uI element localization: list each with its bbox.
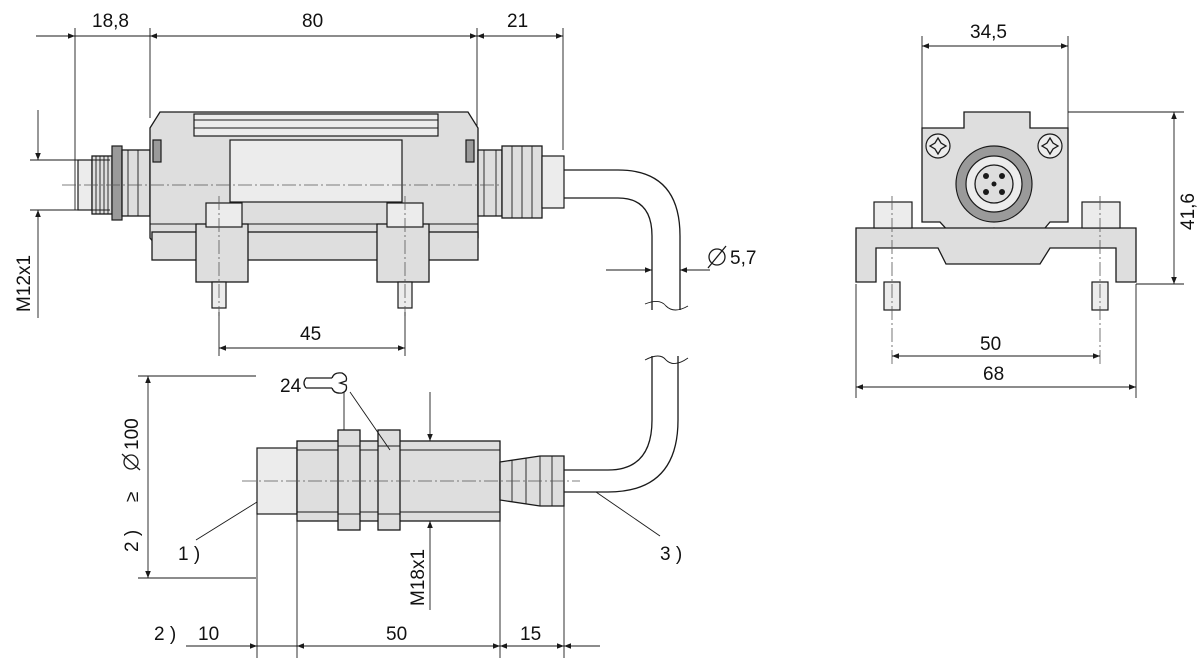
dim-front-width: 34,5 bbox=[970, 22, 1007, 43]
note-2-bottom: 2 ) bbox=[154, 624, 176, 645]
dim-front-height: 41,6 bbox=[1178, 193, 1199, 230]
dim-mount-spacing: 45 bbox=[300, 324, 321, 345]
dim-bracket-width: 68 bbox=[983, 364, 1004, 385]
side-view: 18,8 80 21 M12x1 5,7 45 bbox=[14, 11, 756, 356]
front-view: 34,5 bbox=[855, 22, 1199, 398]
dim-clearance-diameter: 100 bbox=[122, 418, 143, 450]
dim-connector-width: 18,8 bbox=[92, 11, 129, 32]
sensor-view: 24 M18x1 2 ) ≥ 100 1 ) 3 ) bbox=[121, 355, 689, 658]
dim-sensor-thread: M18x1 bbox=[408, 549, 429, 606]
wrench-size: 24 bbox=[280, 376, 302, 397]
dim-gland-length: 21 bbox=[507, 11, 528, 32]
note-1: 1 ) bbox=[178, 544, 200, 565]
dim-housing-length: 80 bbox=[302, 11, 323, 32]
dim-bracket-hole-spacing: 50 bbox=[980, 334, 1001, 355]
m12-socket-icon bbox=[955, 145, 1033, 223]
torx-screw-icon bbox=[925, 133, 951, 159]
dim-sleeve-length: 15 bbox=[520, 624, 541, 645]
ge-symbol: ≥ bbox=[122, 492, 143, 502]
dim-cap-length: 10 bbox=[198, 624, 219, 645]
torx-screw-icon bbox=[1037, 133, 1063, 159]
dim-sensor-length: 50 bbox=[386, 624, 407, 645]
note-2-left: 2 ) bbox=[122, 530, 143, 552]
note-3: 3 ) bbox=[660, 544, 682, 565]
diameter-icon bbox=[707, 245, 727, 269]
dim-connector-thread: M12x1 bbox=[14, 255, 35, 312]
wrench-icon bbox=[303, 372, 348, 394]
diameter-icon bbox=[121, 453, 141, 471]
dim-cable-diameter: 5,7 bbox=[730, 248, 756, 269]
